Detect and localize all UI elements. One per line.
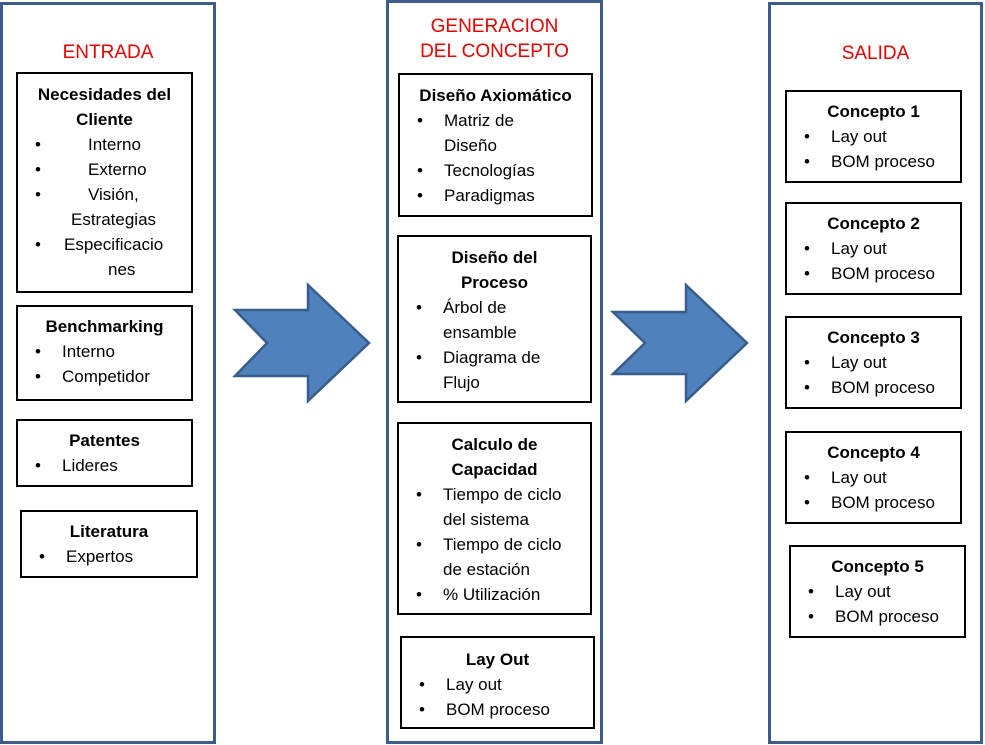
box-title: Concepto 5 [831, 557, 924, 576]
box-title: Diseño del Proceso [451, 248, 538, 292]
box-literatura: Literatura Expertos [20, 510, 198, 578]
list-item: Tiempo de ciclo [399, 532, 590, 557]
arrow-shape [610, 282, 749, 404]
bullet-list: Interno Externo Visión, Estrategias Espe… [18, 132, 191, 282]
list-item-continuation: del sistema [443, 510, 529, 529]
box-diseno-axiomatico: Diseño Axiomático Matriz de Diseño Tecno… [398, 73, 593, 217]
list-item: Lay out [787, 465, 960, 490]
list-item: Tecnologías [400, 158, 591, 183]
arrow-shape [232, 282, 371, 404]
list-item: % Utilización [399, 582, 590, 607]
box-necesidades-cliente: Necesidades del Cliente Interno Externo … [16, 72, 193, 293]
list-item: Paradigmas [400, 183, 591, 208]
box-title: Concepto 1 [827, 102, 920, 121]
list-item: Interno [18, 132, 191, 157]
list-item: Tiempo de ciclo [399, 482, 590, 507]
bullet-list: Lay out BOM proceso [402, 672, 593, 722]
box-title: Diseño Axiomático [419, 86, 572, 105]
list-item-continuation: de estación [443, 560, 530, 579]
box-title: Lay Out [465, 650, 530, 669]
box-title: Benchmarking [45, 317, 164, 336]
list-item: Lay out [791, 579, 964, 604]
box-title: Literatura [69, 522, 149, 541]
box-diseno-proceso: Diseño del Proceso Árbol de ensamble Dia… [397, 235, 592, 403]
box-concepto-2: Concepto 2 Lay out BOM proceso [785, 202, 962, 295]
arrow-right-icon [610, 282, 749, 404]
box-title: Necesidades del Cliente [37, 85, 172, 129]
list-item: Diagrama de [399, 345, 590, 370]
list-item-continuation: Diseño [444, 136, 497, 155]
box-title: Calculo de Capacidad [451, 435, 538, 479]
list-item: Lideres [18, 453, 191, 478]
box-calculo-capacidad: Calculo de Capacidad Tiempo de ciclo del… [397, 422, 592, 615]
list-item: BOM proceso [787, 490, 960, 515]
bullet-list: Matriz de Diseño Tecnologías Paradigmas [400, 108, 591, 208]
list-item: BOM proceso [791, 604, 964, 629]
list-item: Lay out [787, 236, 960, 261]
box-title: Concepto 4 [827, 443, 920, 462]
list-item: BOM proceso [787, 149, 960, 174]
list-item: Competidor [18, 364, 191, 389]
list-item: BOM proceso [787, 261, 960, 286]
bullet-list: Lay out BOM proceso [787, 124, 960, 174]
box-patentes: Patentes Lideres [16, 419, 193, 487]
list-item: Visión, [18, 182, 191, 207]
box-benchmarking: Benchmarking Interno Competidor [16, 305, 193, 401]
list-item: Matriz de [400, 108, 591, 133]
list-item: Expertos [22, 544, 196, 569]
salida-column: SALIDA Concepto 1 Lay out BOM proceso Co… [768, 2, 983, 744]
box-title: Patentes [69, 431, 140, 450]
generacion-column: GENERACION DEL CONCEPTO Diseño Axiomátic… [386, 0, 603, 744]
bullet-list: Tiempo de ciclo del sistema Tiempo de ci… [399, 482, 590, 607]
box-concepto-3: Concepto 3 Lay out BOM proceso [785, 316, 962, 409]
list-item: Árbol de [399, 295, 590, 320]
bullet-list: Lay out BOM proceso [787, 465, 960, 515]
box-title: Concepto 3 [827, 328, 920, 347]
list-item: BOM proceso [787, 375, 960, 400]
bullet-list: Lay out BOM proceso [787, 350, 960, 400]
bullet-list: Árbol de ensamble Diagrama de Flujo [399, 295, 590, 395]
entrada-title: ENTRADA [62, 42, 154, 63]
bullet-list: Interno Competidor [18, 339, 191, 389]
list-item: BOM proceso [402, 697, 593, 722]
list-item-continuation: nes [108, 260, 136, 279]
list-item: Especificacio [18, 232, 191, 257]
list-item: Lay out [787, 124, 960, 149]
list-item-continuation: Flujo [443, 373, 480, 392]
bullet-list: Expertos [22, 544, 196, 569]
arrow-right-icon [232, 282, 371, 404]
bullet-list: Lay out BOM proceso [791, 579, 964, 629]
generacion-title: GENERACION DEL CONCEPTO [420, 16, 569, 62]
box-lay-out: Lay Out Lay out BOM proceso [400, 636, 595, 729]
list-item: Externo [18, 157, 191, 182]
salida-title: SALIDA [841, 43, 910, 64]
list-item: Lay out [402, 672, 593, 697]
bullet-list: Lay out BOM proceso [787, 236, 960, 286]
bullet-list: Lideres [18, 453, 191, 478]
box-concepto-1: Concepto 1 Lay out BOM proceso [785, 90, 962, 183]
box-title: Concepto 2 [827, 214, 920, 233]
list-item: Interno [18, 339, 191, 364]
box-concepto-4: Concepto 4 Lay out BOM proceso [785, 431, 962, 524]
list-item: Lay out [787, 350, 960, 375]
box-concepto-5: Concepto 5 Lay out BOM proceso [789, 545, 966, 638]
entrada-column: ENTRADA Necesidades del Cliente Interno … [0, 2, 216, 744]
list-item-continuation: ensamble [443, 323, 517, 342]
list-item-continuation: Estrategias [71, 210, 157, 229]
